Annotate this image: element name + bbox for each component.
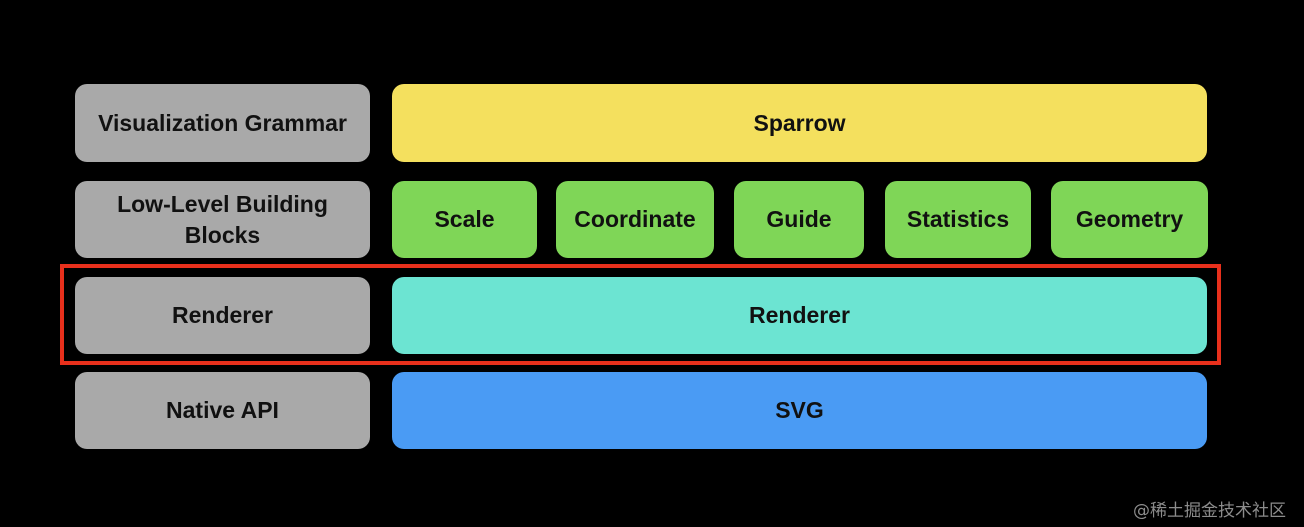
svg-block: SVG: [392, 372, 1207, 449]
statistics-block: Statistics: [885, 181, 1031, 258]
renderer-block: Renderer: [392, 277, 1207, 354]
scale-block: Scale: [392, 181, 537, 258]
layer-label-visualization-grammar: Visualization Grammar: [75, 84, 370, 162]
guide-block: Guide: [734, 181, 864, 258]
geometry-block: Geometry: [1051, 181, 1208, 258]
coordinate-block: Coordinate: [556, 181, 714, 258]
layer-label-renderer: Renderer: [75, 277, 370, 354]
watermark: @稀土掘金技术社区: [1133, 501, 1286, 521]
layer-label-native-api: Native API: [75, 372, 370, 449]
layer-label-low-level-building-blocks: Low-Level Building Blocks: [75, 181, 370, 258]
sparrow-block: Sparrow: [392, 84, 1207, 162]
renderer-highlight-outline: [60, 264, 1221, 365]
